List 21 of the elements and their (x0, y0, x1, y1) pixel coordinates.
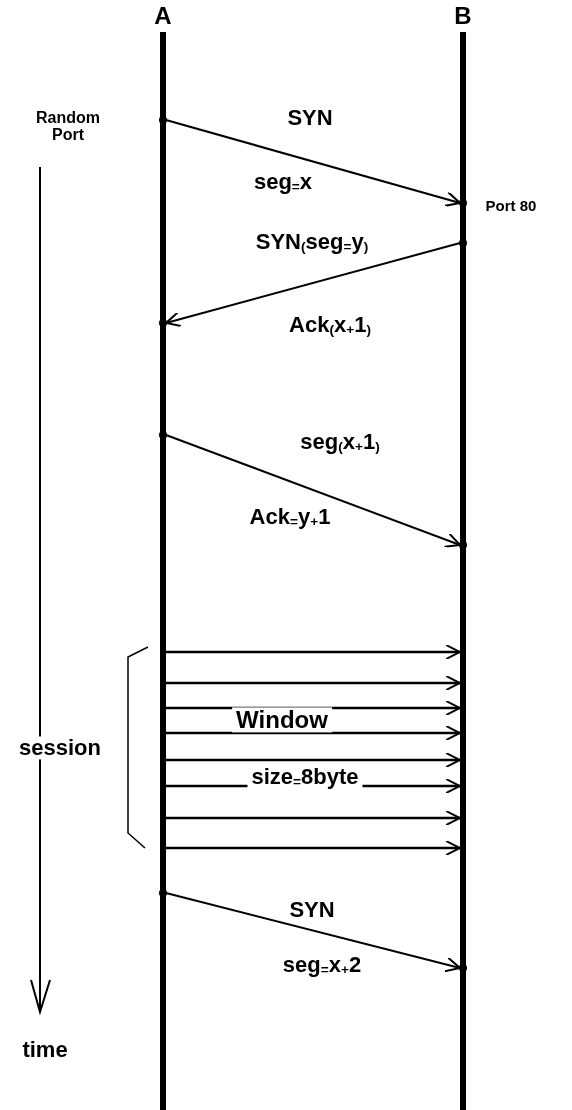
message-arrow (165, 434, 461, 548)
message-arrow (166, 644, 461, 660)
message-arrow (166, 752, 461, 768)
message-arrow (166, 725, 461, 741)
message-arrow (166, 810, 461, 826)
edge-label: SYN (287, 106, 333, 130)
message-arrow (165, 119, 461, 207)
message-arrow (165, 892, 461, 973)
lifeline-label: A (154, 4, 172, 28)
port-label: Port 80 (485, 198, 537, 214)
lifeline-label: B (454, 4, 472, 28)
message-arrow (165, 242, 461, 328)
port-label: Random Port (35, 110, 101, 144)
message-arrow (166, 840, 461, 856)
ack-label: Ack$_{(}$x$_{+}$1$_{)}$ (289, 313, 371, 337)
window-label: Window (232, 707, 332, 733)
edge-label: seg$_{(}$x$_{+}$1$_{)}$ (300, 430, 380, 454)
time-axis-label: time (22, 1038, 68, 1062)
segment-label: seg$_{=}$x$_{+}$2 (282, 953, 362, 977)
message-arrow (166, 675, 461, 691)
window-size-label: size$_{=}$8byte (247, 765, 363, 789)
